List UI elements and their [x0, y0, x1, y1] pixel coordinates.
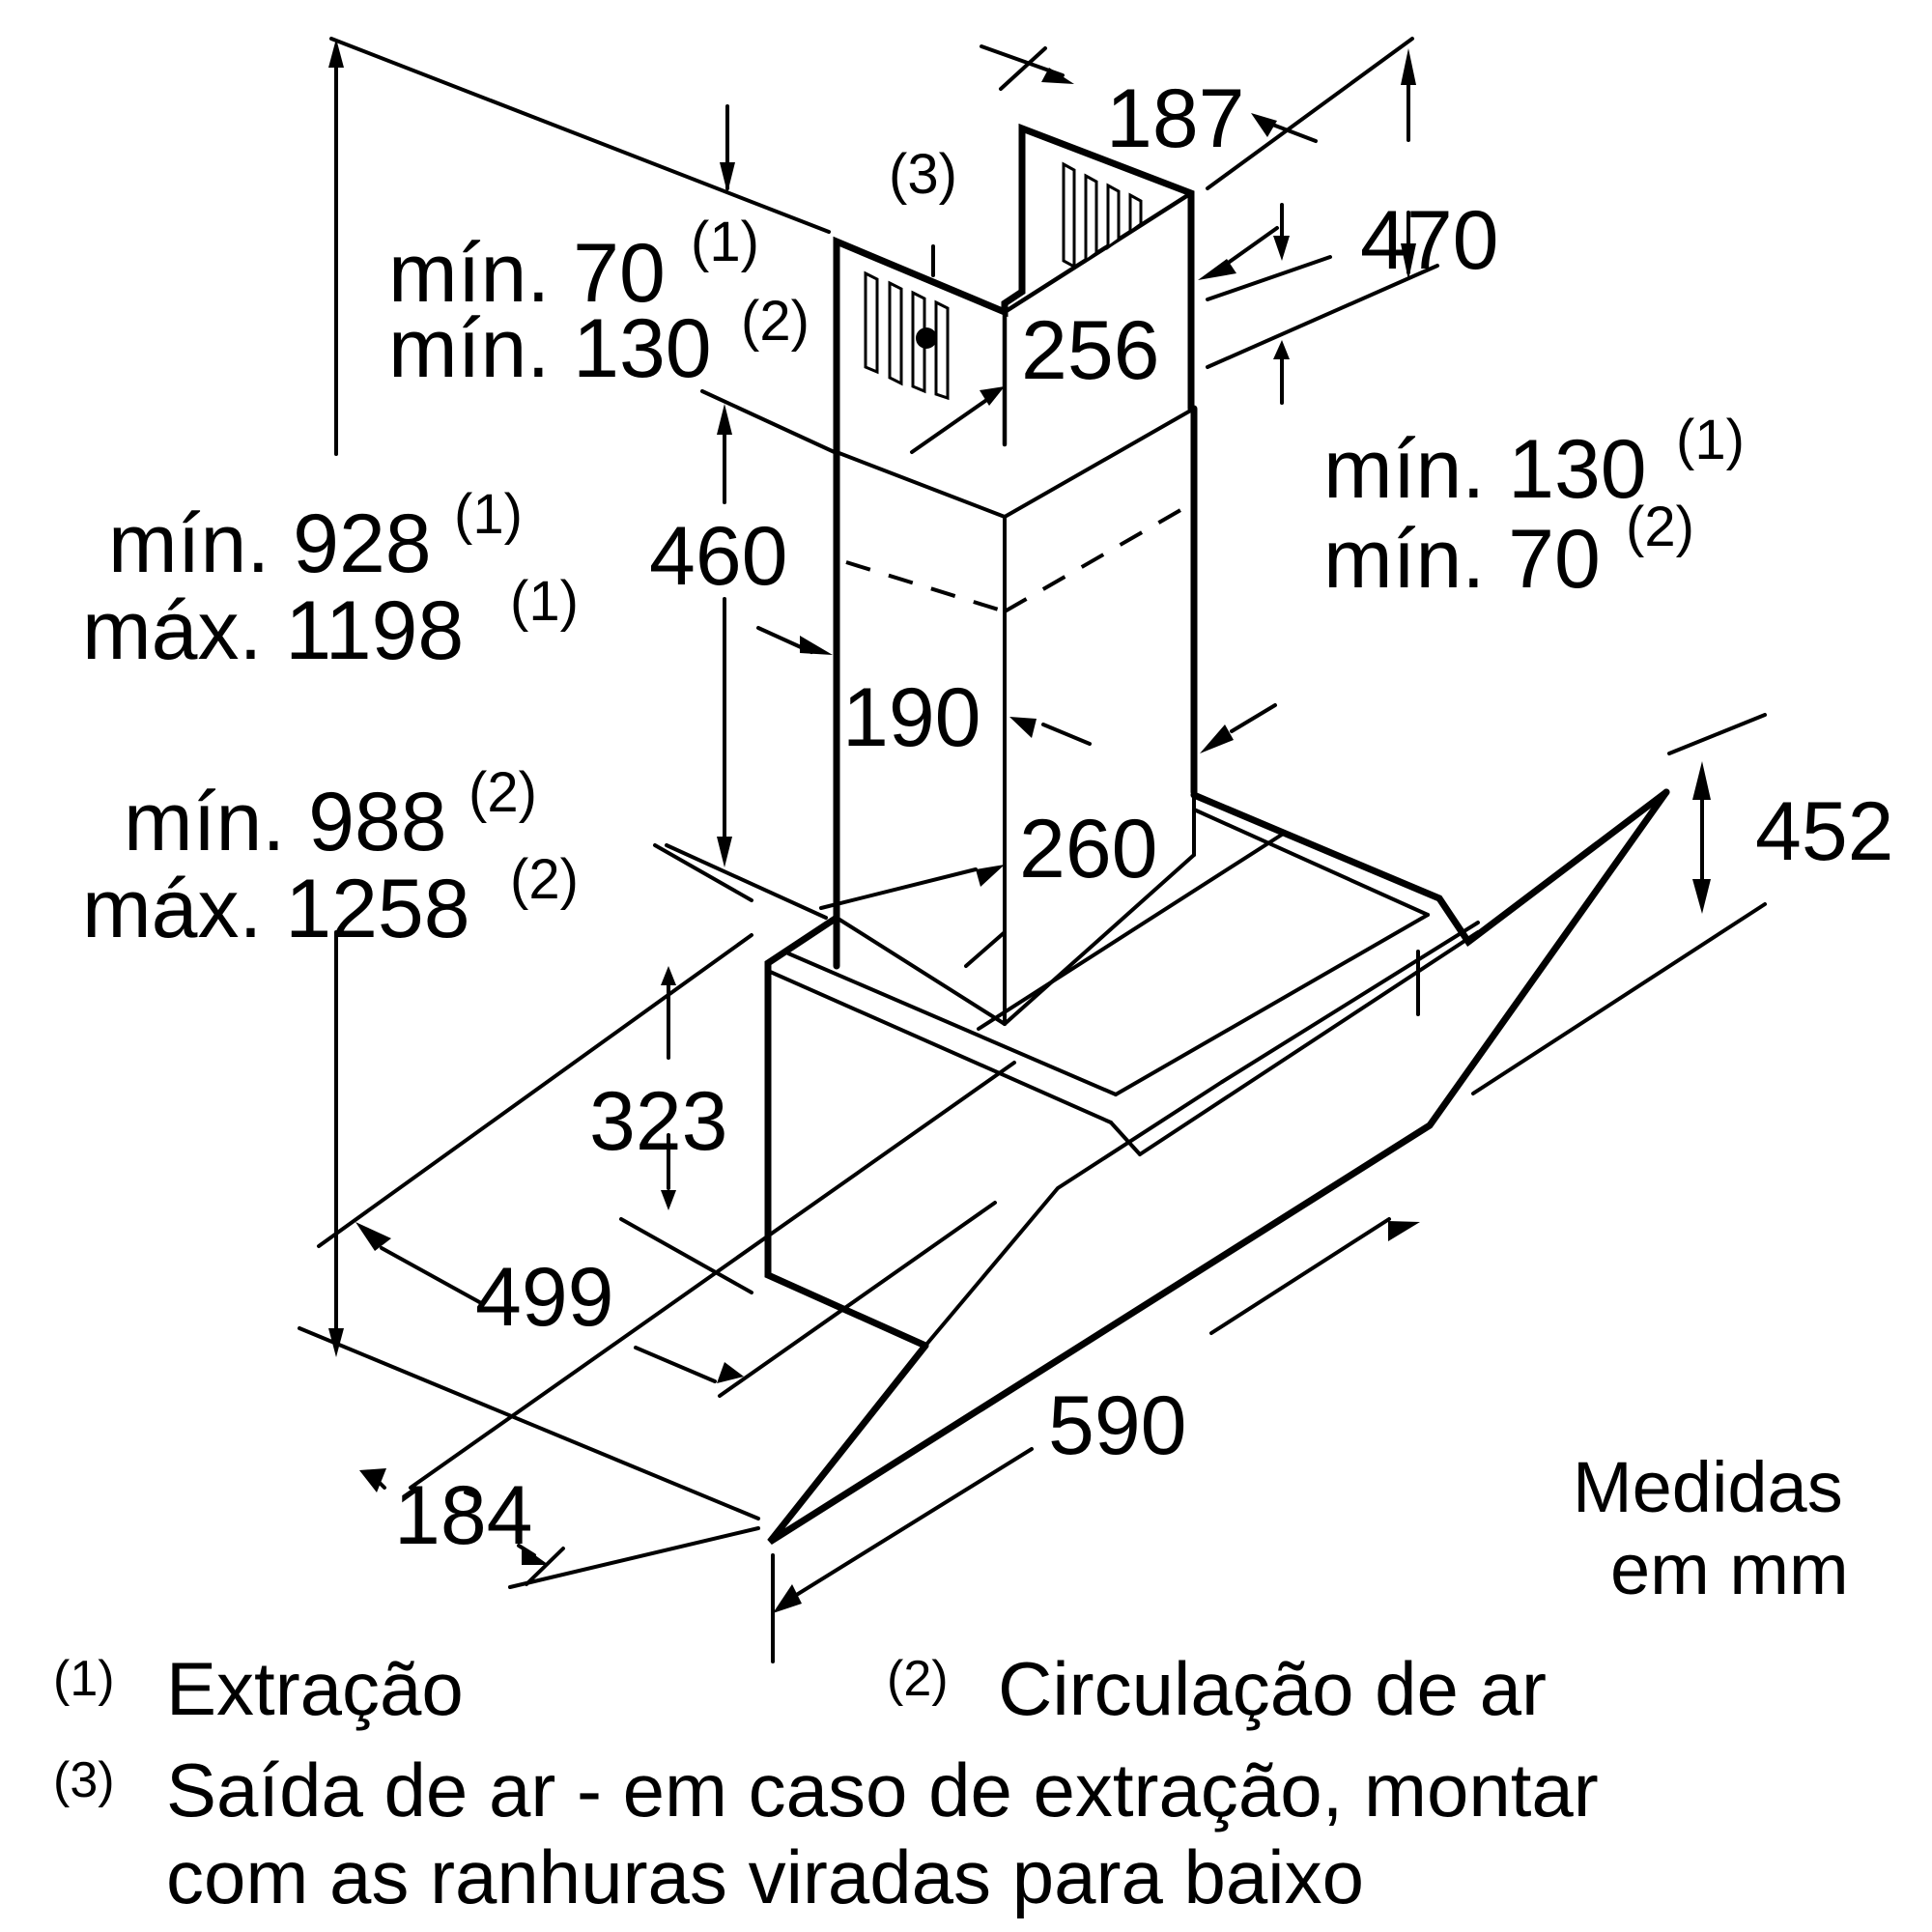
vent-slots-left	[864, 270, 950, 401]
units-note-line1: Medidas	[1573, 1447, 1843, 1527]
legend-marker-3: (3)	[53, 1752, 115, 1808]
clearance-right-sup1: (1)	[1676, 409, 1745, 471]
legend-marker-1: (1)	[53, 1651, 115, 1707]
dim-184: 184	[394, 1469, 533, 1562]
dim-460: 460	[649, 510, 788, 603]
height-recirculation-min: mín. 988	[124, 776, 447, 868]
dim-190: 190	[842, 671, 981, 764]
height-extraction-max: máx. 1198	[82, 584, 464, 677]
clearance-right-min130: mín. 130	[1323, 423, 1647, 516]
clearance-top-min130: mín. 130	[388, 302, 712, 395]
height-extraction-min: mín. 928	[108, 497, 432, 590]
dimension-lines	[298, 37, 1767, 1663]
legend-text-1: Extração	[166, 1646, 464, 1731]
units-note-line2: em mm	[1610, 1529, 1849, 1609]
dimension-labels: 187 470 256 460 190 260 452 323 499 590 …	[82, 72, 1894, 1609]
clearance-right-min70: mín. 70	[1323, 513, 1601, 606]
height-extraction-max-sup: (1)	[510, 570, 579, 633]
height-recirculation-max: máx. 1258	[82, 863, 470, 955]
legend: (1) Extração (2) Circulação de ar (3) Sa…	[53, 1646, 1599, 1919]
legend-text-3: Saída de ar - em caso de extração, monta…	[166, 1747, 1599, 1833]
legend-text-3-line2: com as ranhuras viradas para baixo	[166, 1834, 1364, 1919]
dim-256: 256	[1021, 304, 1160, 397]
legend-marker-2: (2)	[887, 1651, 949, 1707]
dim-470: 470	[1360, 194, 1499, 287]
clearance-top-sup2: (2)	[741, 290, 810, 353]
height-extraction-min-sup: (1)	[454, 483, 523, 546]
dim-452: 452	[1755, 785, 1894, 878]
clearance-right-sup2: (2)	[1626, 496, 1694, 558]
dim-323: 323	[589, 1075, 728, 1168]
legend-text-2: Circulação de ar	[998, 1646, 1547, 1731]
dim-260: 260	[1019, 803, 1158, 895]
clearance-top-min70: mín. 70	[388, 227, 666, 320]
callout-3: (3)	[889, 143, 957, 206]
vent-slots-right	[1062, 161, 1143, 270]
dim-590: 590	[1048, 1379, 1187, 1472]
clearance-top-sup1: (1)	[691, 211, 759, 273]
dim-187: 187	[1106, 72, 1245, 165]
vent-marker-dot	[916, 327, 937, 349]
height-recirculation-max-sup: (2)	[510, 848, 579, 911]
dim-499: 499	[475, 1251, 614, 1344]
hood-outline	[764, 123, 1670, 1545]
height-recirculation-min-sup: (2)	[469, 761, 537, 824]
